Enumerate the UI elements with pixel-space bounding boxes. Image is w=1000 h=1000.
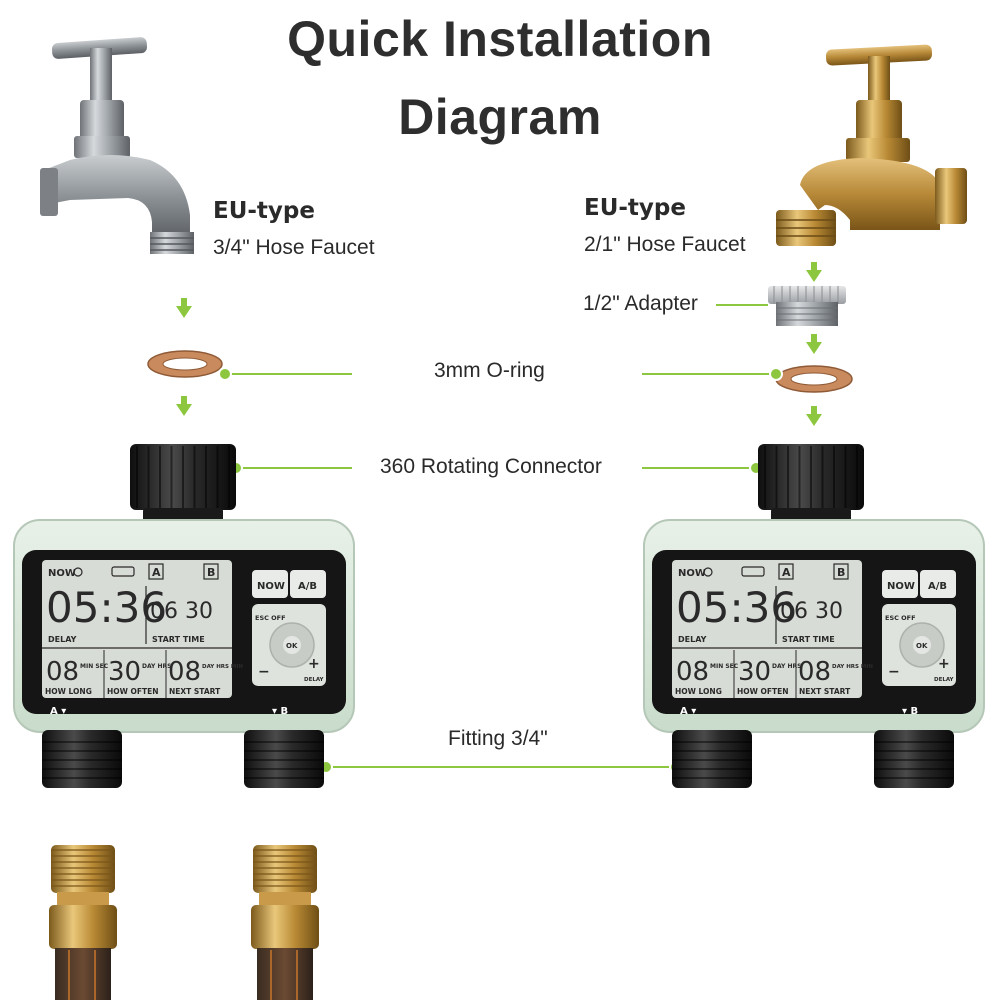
lcd-delay-label: DELAY: [48, 635, 77, 644]
arrow-down-icon: [806, 334, 822, 354]
lcd-channel-a: A: [782, 566, 791, 579]
lcd-how-long-value: 08: [676, 657, 709, 687]
outlet-a-label: A ▾: [50, 706, 66, 717]
hose-tube: [257, 948, 313, 1000]
fitting-label: Fitting 3/4": [448, 727, 548, 751]
lcd-now-label: NOW: [48, 568, 76, 579]
lcd-next-start-value: 08: [798, 657, 831, 687]
arrow-down-icon: [176, 396, 192, 416]
left-faucet-type: EU-type: [213, 198, 315, 224]
ok-button-label: OK: [916, 642, 928, 650]
lcd-how-long-label: HOW LONG: [45, 687, 92, 696]
rotating-connector: [758, 444, 864, 526]
esc-button-label: ESC OFF: [885, 614, 916, 622]
lcd-channel-b: B: [207, 566, 215, 579]
plus-button-label: +: [308, 656, 320, 672]
lcd-start-time-value: 06 30: [780, 599, 843, 624]
esc-button-label: ESC OFF: [255, 614, 286, 622]
lcd-start-time-label: START TIME: [782, 635, 835, 644]
lcd-how-often-label: HOW OFTEN: [107, 687, 159, 696]
lcd-next-start-units: DAY HRS MIN: [202, 664, 243, 670]
lcd-channel-b: B: [837, 566, 845, 579]
hose-coupling-nut: [49, 905, 117, 949]
adapter-part: [768, 286, 846, 326]
adapter-label: 1/2" Adapter: [583, 292, 698, 316]
outlet-fitting-b: [874, 730, 954, 788]
now-button-label: NOW: [257, 581, 285, 592]
delay-button-label: DELAY: [304, 677, 325, 683]
right-faucet-type: EU-type: [584, 195, 686, 221]
oring-label: 3mm O-ring: [434, 359, 545, 383]
hose-coupling-nut: [251, 905, 319, 949]
lcd-now-label: NOW: [678, 568, 706, 579]
outlet-a-label: A ▾: [680, 706, 696, 717]
arrow-down-icon: [806, 406, 822, 426]
lcd-how-often-label: HOW OFTEN: [737, 687, 789, 696]
hose-connector-b: [251, 845, 319, 1000]
arrow-down-icon: [806, 262, 822, 282]
ok-button-label: OK: [286, 642, 298, 650]
oring-right: [776, 366, 852, 392]
lcd-how-long-label: HOW LONG: [675, 687, 722, 696]
left-faucet-size: 3/4" Hose Faucet: [213, 236, 375, 260]
lcd-how-often-value: 30: [108, 657, 141, 687]
lcd-next-start-label: NEXT START: [169, 687, 221, 696]
flow-arrows: [176, 262, 822, 426]
outlet-fitting-a: [672, 730, 752, 788]
oring-left: [148, 351, 222, 377]
lcd-how-often-value: 30: [738, 657, 771, 687]
lcd-next-start-label: NEXT START: [799, 687, 851, 696]
outlet-fitting-a: [42, 730, 122, 788]
hose-connector-a: [49, 845, 117, 1000]
right-faucet-size: 2/1" Hose Faucet: [584, 233, 746, 257]
outlet-b-label: ▾ B: [902, 706, 918, 717]
lcd-clock: 05:36: [46, 583, 167, 632]
lcd-how-long-value: 08: [46, 657, 79, 687]
arrow-down-icon: [176, 298, 192, 318]
outlet-b-label: ▾ B: [272, 706, 288, 717]
lcd-channel-a: A: [152, 566, 161, 579]
title-line-1: Quick Installation: [0, 10, 1000, 68]
delay-button-label: DELAY: [934, 677, 955, 683]
plus-button-label: +: [938, 656, 950, 672]
connector-label: 360 Rotating Connector: [380, 455, 602, 479]
title-line-2: Diagram: [0, 88, 1000, 146]
minus-button-label: −: [888, 664, 900, 680]
lcd-delay-label: DELAY: [678, 635, 707, 644]
ab-button-label: A/B: [298, 581, 317, 592]
now-button-label: NOW: [887, 581, 915, 592]
ab-button-label: A/B: [928, 581, 947, 592]
lcd-clock: 05:36: [676, 583, 797, 632]
lcd-next-start-value: 08: [168, 657, 201, 687]
hose-tube: [55, 948, 111, 1000]
rotating-connector: [130, 444, 236, 526]
outlet-fitting-b: [244, 730, 324, 788]
lcd-start-time-value: 06 30: [150, 599, 213, 624]
lcd-next-start-units: DAY HRS MIN: [832, 664, 873, 670]
minus-button-label: −: [258, 664, 270, 680]
lcd-start-time-label: START TIME: [152, 635, 205, 644]
